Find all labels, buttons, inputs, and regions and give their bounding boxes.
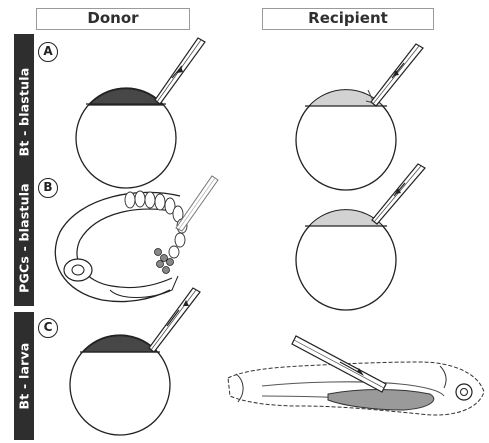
pipette-a-donor <box>155 38 205 104</box>
pipette-a-recipient <box>371 44 423 106</box>
donor-embryo-b <box>55 191 187 302</box>
pipette-c-donor <box>149 288 200 352</box>
badge-a: A <box>38 42 58 62</box>
badge-c: C <box>38 318 58 338</box>
pipette-b-donor <box>176 176 218 231</box>
badge-b: B <box>38 178 58 198</box>
recipient-blastula-a <box>296 90 396 190</box>
recipient-blastula-b <box>296 210 396 310</box>
